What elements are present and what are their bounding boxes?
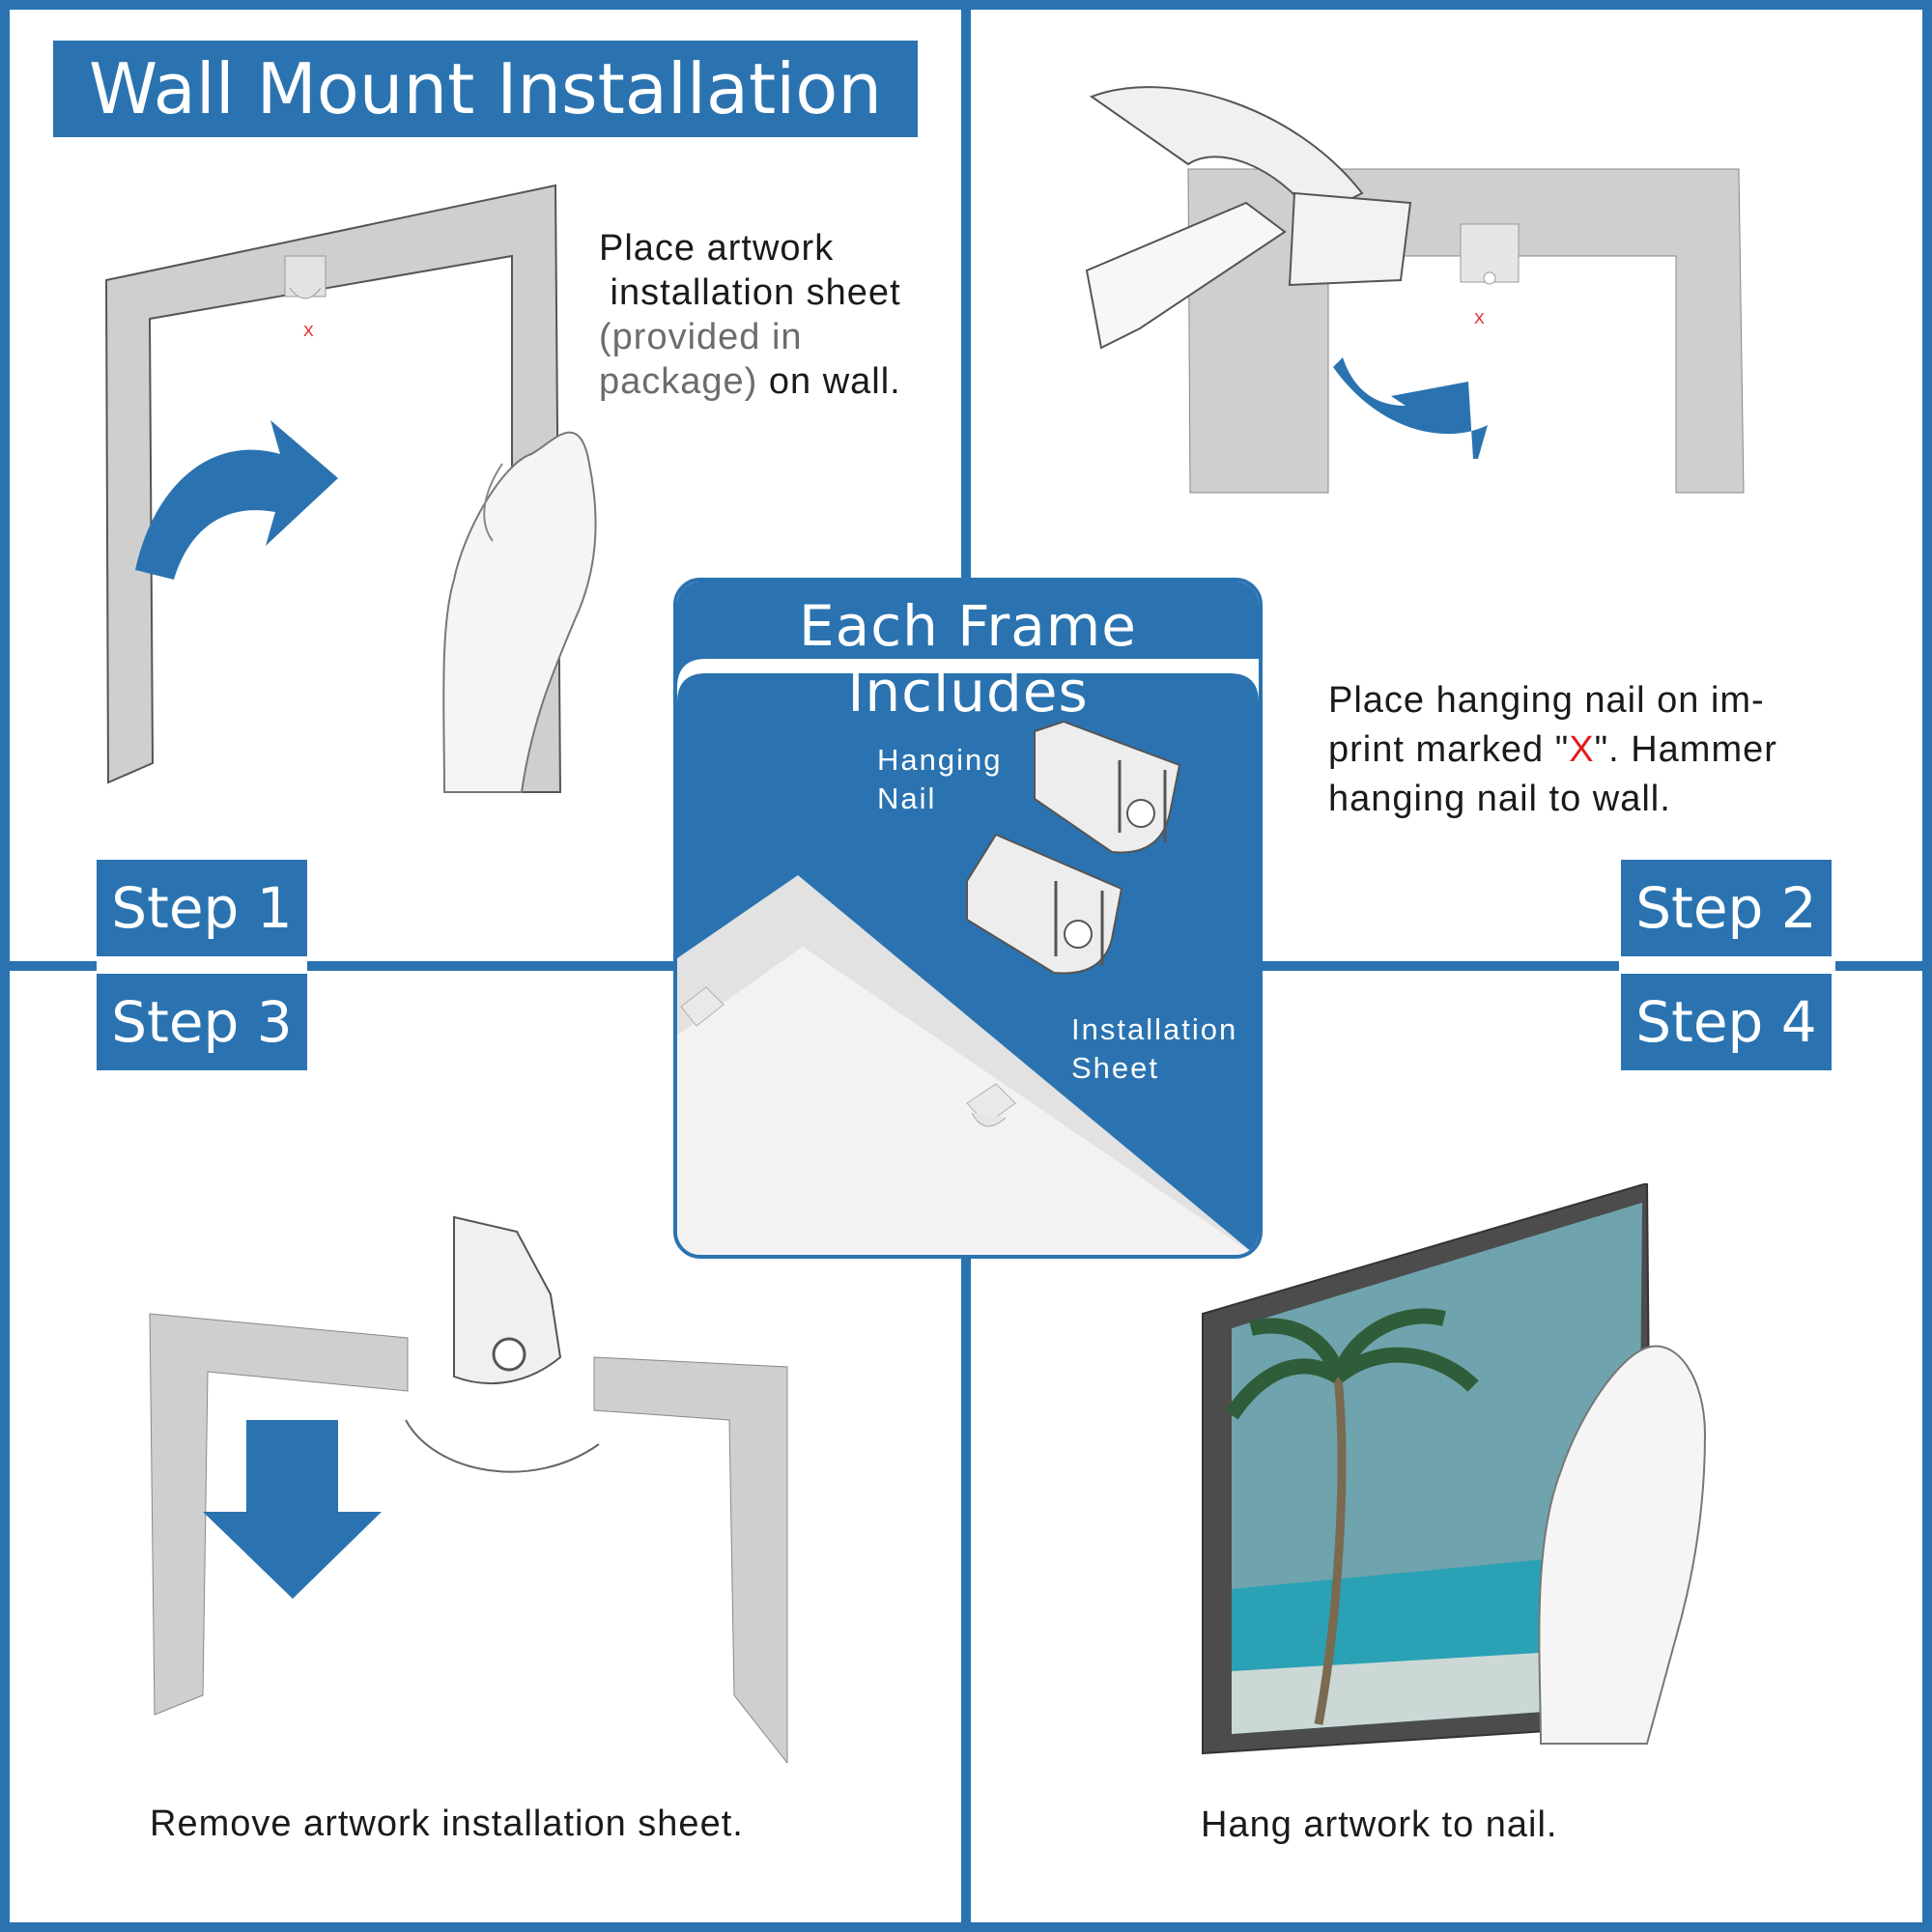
divider-vertical-top (961, 0, 971, 580)
step4-instructions: Hang artwork to nail. (1201, 1804, 1558, 1845)
step-3-badge: Step 3 (97, 974, 307, 1070)
step1-line-3: (provided in (599, 317, 803, 357)
installation-sheet-label: Installation Sheet (1071, 1010, 1237, 1088)
step2-line-2: print marked "X". Hammer (1328, 725, 1777, 775)
hanging-nail-label-line-2: Nail (877, 781, 937, 815)
step3-instructions: Remove artwork installation sheet. (150, 1804, 744, 1844)
divider-horizontal-mid-right (1262, 961, 1619, 971)
step2-illustration: X (1085, 86, 1745, 494)
step1-line-2: installation sheet (599, 272, 901, 313)
hanging-nail-2 (966, 833, 1123, 975)
step2-x-mark: X (1474, 311, 1485, 327)
step-4-badge: Step 4 (1621, 974, 1832, 1070)
hanging-nail-1 (1034, 720, 1181, 854)
hanging-nail-label: Hanging Nail (877, 741, 1002, 818)
installation-sheet-label-line-2: Sheet (1071, 1051, 1160, 1085)
divider-horizontal-mid-left (307, 961, 674, 971)
step1-instructions: Place artwork installation sheet (provid… (599, 226, 901, 404)
step1-line-1: Place artwork (599, 228, 835, 269)
step2-line-2-a: print marked " (1328, 729, 1570, 770)
step1-line-4: package) on wall. (599, 359, 901, 404)
installation-sheet-label-line-1: Installation (1071, 1012, 1238, 1046)
step1-line-4-rest: on wall. (757, 361, 901, 402)
step1-illustration: X (104, 184, 597, 793)
step3-illustration (149, 1215, 788, 1763)
page-title: Wall Mount Installation (53, 41, 918, 137)
step2-line-3: hanging nail to wall. (1328, 779, 1671, 819)
divider-horizontal-left (0, 961, 97, 971)
frame-includes-title: Each Frame Includes (799, 593, 1137, 724)
hanging-nail-label-line-1: Hanging (877, 743, 1003, 777)
step-2-badge: Step 2 (1621, 860, 1832, 956)
step-1-badge: Step 1 (97, 860, 307, 956)
step1-x-mark: X (303, 324, 314, 340)
frame-includes-card: Each Frame Includes Hanging Nail Install… (673, 578, 1263, 1259)
step2-line-1: Place hanging nail on im- (1328, 680, 1765, 721)
step2-instructions: Place hanging nail on im- print marked "… (1328, 676, 1777, 824)
divider-horizontal-right (1835, 961, 1932, 971)
step2-line-2-b: ". Hammer (1594, 729, 1777, 770)
step4-illustration (1202, 1183, 1707, 1755)
step2-line-2-mark: X (1569, 729, 1595, 770)
step1-line-4-muted: package) (599, 361, 758, 402)
divider-vertical-bottom (961, 1256, 971, 1932)
card-background (677, 582, 1259, 1255)
